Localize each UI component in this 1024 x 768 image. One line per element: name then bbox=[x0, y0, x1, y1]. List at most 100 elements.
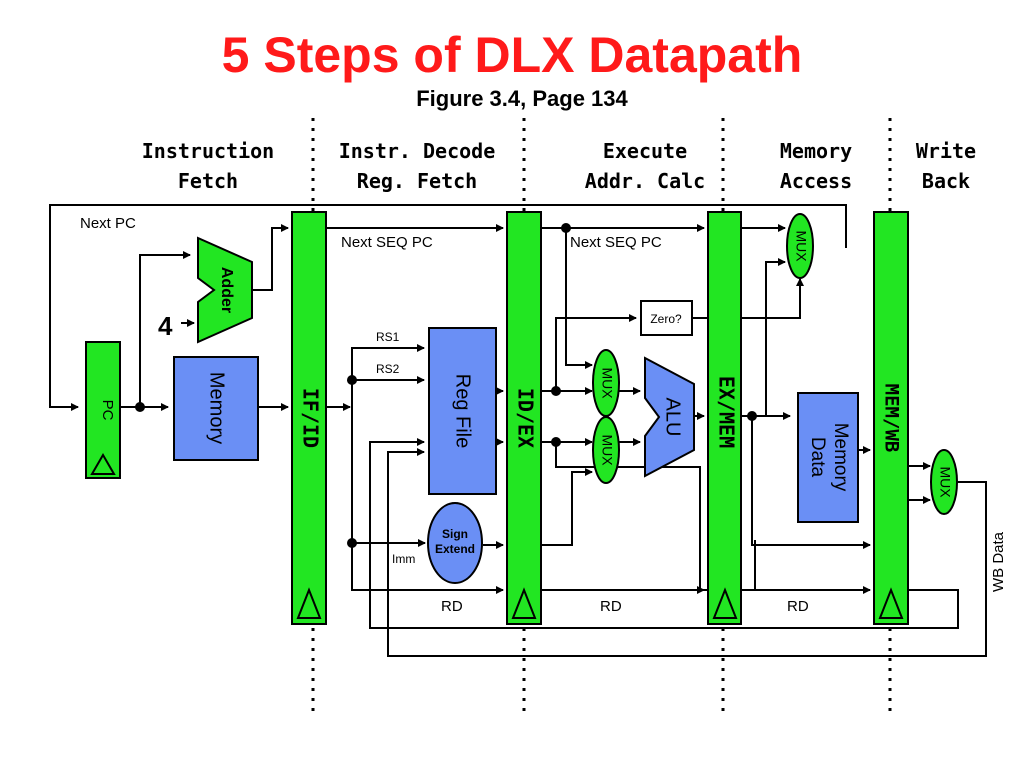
instr-memory-label: Memory bbox=[206, 372, 228, 444]
page-title: 5 Steps of DLX Datapath bbox=[221, 27, 803, 83]
mux-label: MUX bbox=[599, 367, 615, 399]
wire-alu-bypass bbox=[751, 416, 871, 549]
data-memory: Data Memory bbox=[797, 392, 859, 523]
zero-test: Zero? bbox=[640, 300, 693, 336]
junction-dot bbox=[135, 402, 145, 412]
junction-dot bbox=[561, 223, 571, 233]
clock-triangle-icon bbox=[878, 587, 904, 619]
clock-triangle-icon bbox=[90, 453, 116, 475]
mux-label: MUX bbox=[793, 230, 809, 262]
clock-triangle-icon bbox=[296, 587, 322, 619]
rs1-label: RS1 bbox=[376, 330, 400, 344]
reg-file-label: Reg File bbox=[452, 374, 474, 448]
stage-line: Memory bbox=[779, 139, 853, 163]
junction-dot bbox=[551, 437, 561, 447]
alu-shape bbox=[644, 356, 695, 478]
next-pc-label: Next PC bbox=[80, 215, 136, 232]
pc-select-mux: MUX bbox=[786, 213, 814, 279]
stage-line: Back bbox=[921, 169, 971, 193]
memwb-box bbox=[873, 211, 909, 625]
wire-next-pc bbox=[49, 204, 847, 411]
writeback-mux: MUX bbox=[930, 449, 958, 515]
stage-line: Addr. Calc bbox=[584, 169, 706, 193]
wire-wb-data bbox=[387, 448, 987, 657]
rs2-label: RS2 bbox=[376, 362, 400, 376]
ifid-register: IF/ID bbox=[291, 211, 327, 625]
clock-triangle-icon bbox=[712, 587, 738, 619]
sign-extend-label-1: Sign bbox=[442, 527, 468, 541]
wire-store-data bbox=[555, 442, 756, 591]
next-seq-pc-label-1: Next SEQ PC bbox=[341, 234, 433, 251]
wb-data-label: WB Data bbox=[990, 531, 1007, 592]
alu-input-mux-a: MUX bbox=[592, 349, 620, 417]
rd-label-1: RD bbox=[441, 598, 463, 615]
wire-branch-target bbox=[765, 258, 786, 416]
stage-line: Execute bbox=[602, 139, 688, 163]
clock-triangle-icon bbox=[511, 587, 537, 619]
sign-extend-label-2: Extend bbox=[435, 542, 475, 556]
junction-dot bbox=[347, 375, 357, 385]
adder-label: Adder bbox=[218, 267, 235, 313]
wire-nextseq-mux bbox=[565, 228, 593, 369]
stage-line: Reg. Fetch bbox=[356, 169, 478, 193]
stage-label-fetch: Instruction Fetch bbox=[128, 136, 288, 196]
wire-imm-mux bbox=[541, 468, 593, 546]
figure-caption: Figure 3.4, Page 134 bbox=[416, 86, 628, 111]
memwb-label: MEM/WB bbox=[881, 384, 903, 453]
reg-file-box bbox=[428, 327, 497, 495]
register-file: Reg File bbox=[428, 327, 497, 495]
alu-label: ALU bbox=[662, 398, 684, 437]
ifid-label: IF/ID bbox=[299, 388, 323, 448]
wire-rd-1 bbox=[351, 575, 504, 594]
wire-rs1 bbox=[351, 344, 425, 575]
alu-input-mux-b: MUX bbox=[592, 416, 620, 484]
next-seq-pc-label-2: Next SEQ PC bbox=[570, 234, 662, 251]
idex-register: ID/EX bbox=[506, 211, 542, 625]
stage-label-writeback: Write Back bbox=[894, 136, 998, 196]
mux-label: MUX bbox=[599, 434, 615, 466]
mux-shape bbox=[786, 213, 814, 279]
idex-label: ID/EX bbox=[514, 388, 538, 448]
mux-shape bbox=[930, 449, 958, 515]
junction-dot bbox=[551, 386, 561, 396]
adder-unit: Adder bbox=[197, 236, 253, 344]
wire-zero-in bbox=[555, 314, 637, 391]
exmem-register: EX/MEM bbox=[707, 211, 742, 625]
stage-label-execute: Execute Addr. Calc bbox=[560, 136, 730, 196]
exmem-box bbox=[707, 211, 742, 625]
stage-line: Write bbox=[915, 139, 977, 163]
stage-label-decode: Instr. Decode Reg. Fetch bbox=[322, 136, 512, 196]
stage-line: Instr. Decode bbox=[338, 139, 496, 163]
wire-adder-ifid bbox=[252, 224, 289, 291]
stage-line: Access bbox=[779, 169, 853, 193]
rd-label-2: RD bbox=[600, 598, 622, 615]
pc-label: PC bbox=[99, 400, 116, 421]
junction-dot bbox=[347, 538, 357, 548]
idex-box bbox=[506, 211, 542, 625]
exmem-label: EX/MEM bbox=[715, 376, 739, 448]
wire-pc-adder bbox=[139, 251, 191, 407]
mux-label: MUX bbox=[937, 466, 953, 498]
wires bbox=[49, 204, 987, 657]
pc-register: PC bbox=[85, 341, 121, 479]
zero-label: Zero? bbox=[650, 312, 682, 326]
instruction-memory: Memory bbox=[173, 356, 259, 461]
junctions bbox=[135, 223, 757, 548]
data-memory-label-2: Memory bbox=[830, 423, 851, 492]
instr-memory-box bbox=[173, 356, 259, 461]
ifid-box bbox=[291, 211, 327, 625]
sign-extend-shape bbox=[427, 502, 483, 584]
adder-shape bbox=[197, 236, 253, 344]
wire-wb-rd bbox=[369, 438, 959, 629]
adder-constant: 4 bbox=[158, 311, 173, 341]
stage-line: Instruction bbox=[141, 139, 275, 163]
data-memory-box bbox=[797, 392, 859, 523]
junction-dot bbox=[747, 411, 757, 421]
stage-line: Fetch bbox=[177, 169, 239, 193]
rd-label-3: RD bbox=[787, 598, 809, 615]
mux-shape bbox=[592, 416, 620, 484]
memwb-register: MEM/WB bbox=[873, 211, 909, 625]
stage-label-memory: Memory Access bbox=[752, 136, 880, 196]
data-memory-label-1: Data bbox=[807, 437, 828, 478]
